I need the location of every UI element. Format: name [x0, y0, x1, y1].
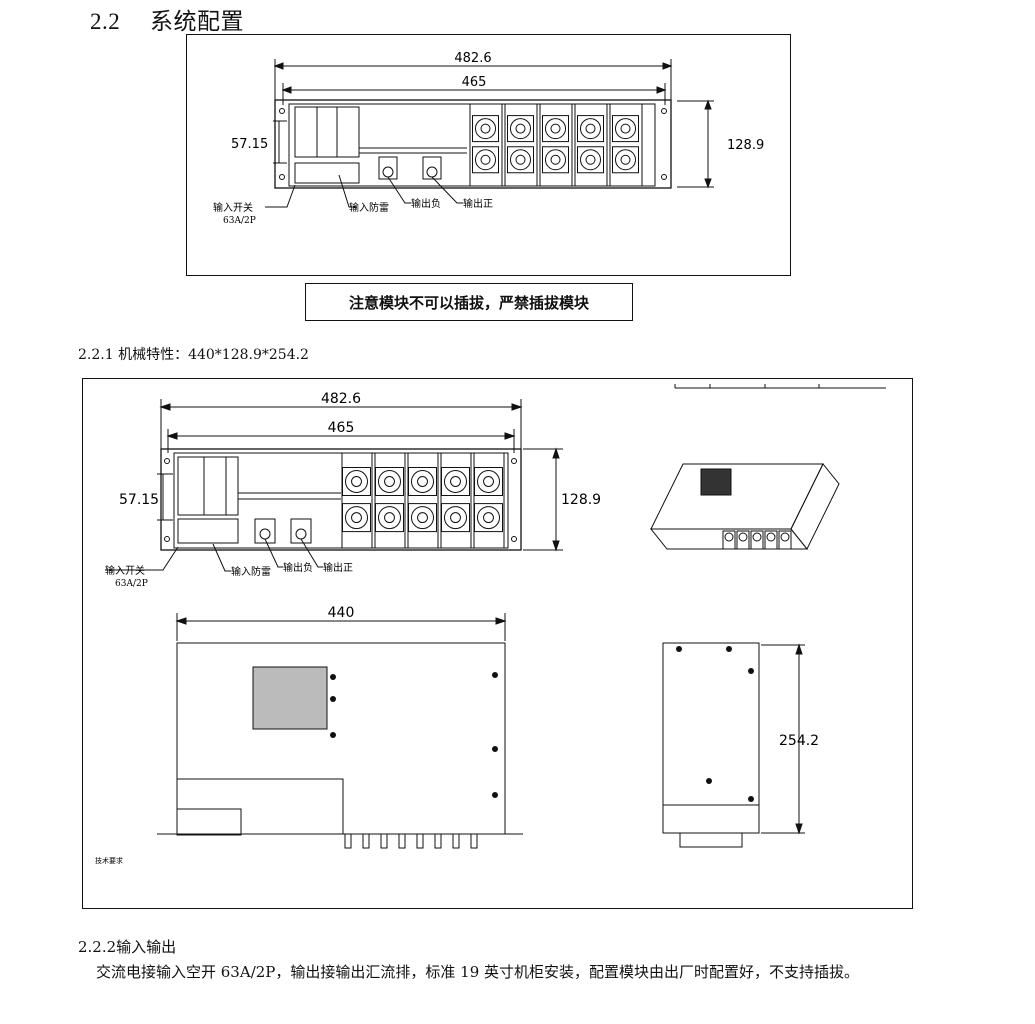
- power-module: [341, 452, 373, 549]
- screw-hole: [492, 672, 498, 678]
- label-input-switch-spec: 63A/2P: [223, 216, 256, 226]
- fan-icon: [378, 506, 401, 530]
- fan-icon: [545, 149, 566, 171]
- fan-icon: [766, 532, 776, 542]
- connector: [344, 833, 352, 849]
- section-heading: 2.2 系统配置: [90, 2, 244, 36]
- dim-height: 128.9: [727, 138, 764, 153]
- screw-hole: [330, 696, 336, 702]
- big-label-input-switch-spec: 63A/2P: [115, 579, 148, 589]
- big-label-output-pos: 输出正: [323, 561, 353, 574]
- fan-icon: [615, 149, 636, 171]
- front-view-drawing: 482.6 465 128.9 57.15 输入开关 63A/2P 输入防雷 输…: [213, 51, 764, 226]
- big-dim-height: 128.9: [561, 492, 601, 508]
- connector: [380, 833, 388, 849]
- iso-module: [750, 530, 764, 550]
- connector: [452, 833, 460, 849]
- description-paragraph: 交流电接输入空开 63A/2P，输出接输出汇流排，标准 19 英寸机柜安装，配置…: [96, 963, 860, 981]
- power-module: [407, 452, 439, 549]
- dim-left-height: 57.15: [231, 137, 268, 152]
- big-dim-width-outer: 482.6: [321, 391, 361, 407]
- mechanical-drawing: 482.6 465 128.9 57.15 输入开关 63A/2P 输入防雷 输…: [95, 384, 886, 865]
- fan-icon: [411, 470, 434, 493]
- fan-icon: [444, 506, 467, 530]
- power-module: [469, 103, 503, 187]
- label-output-pos: 输出正: [463, 197, 493, 210]
- power-module: [473, 452, 505, 549]
- fan-icon: [475, 118, 496, 140]
- tech-note: 技术要求: [95, 856, 123, 865]
- subsection-1-title: 机械特性：440*128.9*254.2: [118, 347, 309, 363]
- dim-side-depth: 254.2: [779, 733, 819, 749]
- power-module: [440, 452, 472, 549]
- screw-hole: [726, 646, 732, 652]
- power-module: [374, 452, 406, 549]
- notice-text: 注意模块不可以插拔，严禁插拔模块: [348, 293, 589, 312]
- subsection-2-title: 输入输出: [116, 938, 177, 956]
- fan-icon: [615, 118, 636, 140]
- power-module: [574, 103, 608, 187]
- screw-hole: [492, 792, 498, 798]
- fan-icon: [580, 149, 601, 171]
- label-input-switch: 输入开关: [213, 201, 253, 214]
- fan-icon: [345, 506, 368, 530]
- big-label-output-neg: 输出负: [283, 561, 313, 574]
- fan-icon: [477, 470, 500, 493]
- fan-icon: [475, 149, 496, 171]
- power-module: [504, 103, 538, 187]
- fan-icon: [510, 118, 531, 140]
- fan-icon: [545, 118, 566, 140]
- mechanical-drawing-frame: 482.6 465 128.9 57.15 输入开关 63A/2P 输入防雷 输…: [82, 378, 913, 909]
- subsection-1-number: 2.2.1: [78, 347, 114, 363]
- subsection-2-heading: 2.2.2输入输出: [78, 936, 176, 957]
- connector: [416, 833, 424, 849]
- section-title: 系统配置: [150, 9, 244, 34]
- big-dim-width-inner: 465: [328, 420, 355, 436]
- section-number: 2.2: [90, 9, 121, 34]
- connector: [470, 833, 478, 849]
- fan-icon: [345, 470, 368, 493]
- fan-icon: [752, 532, 762, 542]
- subsection-1-heading: 2.2.1 机械特性：440*128.9*254.2: [78, 344, 309, 364]
- fan-icon: [444, 470, 467, 493]
- fan-icon: [378, 470, 401, 493]
- connector: [362, 833, 370, 849]
- fan-icon: [580, 118, 601, 140]
- screw-hole: [748, 796, 754, 802]
- screw-hole: [492, 746, 498, 752]
- label-output-neg: 输出负: [411, 197, 441, 210]
- dim-width-outer: 482.6: [454, 51, 491, 66]
- screw-hole: [330, 732, 336, 738]
- screw-hole: [748, 668, 754, 674]
- big-label-surge: 输入防雷: [231, 565, 271, 578]
- iso-module: [764, 530, 778, 550]
- fan-icon: [477, 506, 500, 530]
- fan-icon: [411, 506, 434, 530]
- iso-module: [736, 530, 750, 550]
- iso-module: [778, 530, 792, 550]
- label-surge: 输入防雷: [349, 201, 389, 214]
- big-dim-left-height: 57.15: [119, 492, 159, 508]
- dim-width-inner: 465: [462, 75, 487, 90]
- subsection-2-number: 2.2.2: [78, 938, 117, 956]
- fan-icon: [724, 532, 734, 542]
- fan-icon: [738, 532, 748, 542]
- big-label-input-switch: 输入开关: [105, 564, 145, 577]
- dim-top-width: 440: [328, 605, 355, 621]
- fan-icon: [780, 532, 790, 542]
- screw-hole: [330, 674, 336, 680]
- connector: [398, 833, 406, 849]
- power-module: [539, 103, 573, 187]
- screw-hole: [676, 646, 682, 652]
- front-view-drawing-frame: 482.6 465 128.9 57.15 输入开关 63A/2P 输入防雷 输…: [186, 34, 791, 276]
- notice-box: 注意模块不可以插拔，严禁插拔模块: [305, 283, 633, 321]
- screw-hole: [706, 778, 712, 784]
- connector: [434, 833, 442, 849]
- iso-module: [722, 530, 736, 550]
- power-module: [609, 103, 643, 187]
- fan-icon: [510, 149, 531, 171]
